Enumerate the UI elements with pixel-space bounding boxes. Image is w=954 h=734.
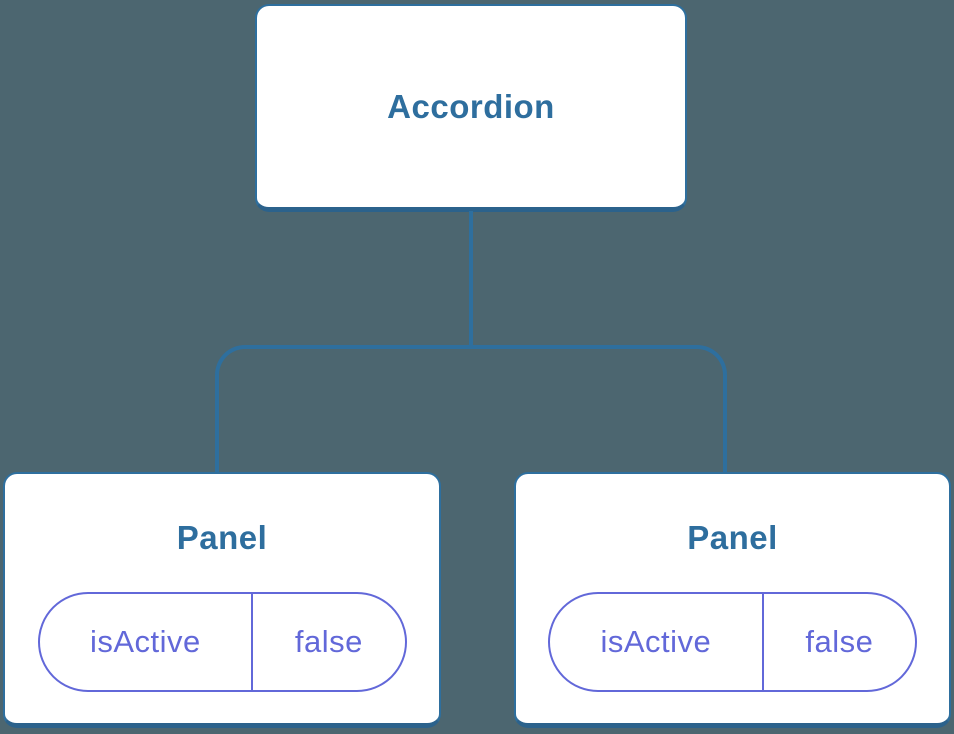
connector-branch	[215, 345, 727, 472]
state-pill: isActive false	[548, 592, 917, 692]
accordion-node-label: Accordion	[387, 87, 555, 125]
state-key: isActive	[89, 624, 201, 659]
state-value: false	[761, 594, 915, 690]
tree-node-panel-left: Panel isActive false	[3, 472, 441, 728]
tree-node-accordion: Accordion	[255, 4, 687, 212]
state-value: false	[251, 594, 404, 690]
panel-node-label: Panel	[176, 519, 268, 556]
tree-node-panel-right: Panel isActive false	[514, 472, 951, 728]
panel-node-label: Panel	[687, 519, 778, 556]
state-pill: isActive false	[37, 592, 407, 692]
connector-stem	[469, 211, 473, 349]
state-key: isActive	[600, 624, 712, 659]
